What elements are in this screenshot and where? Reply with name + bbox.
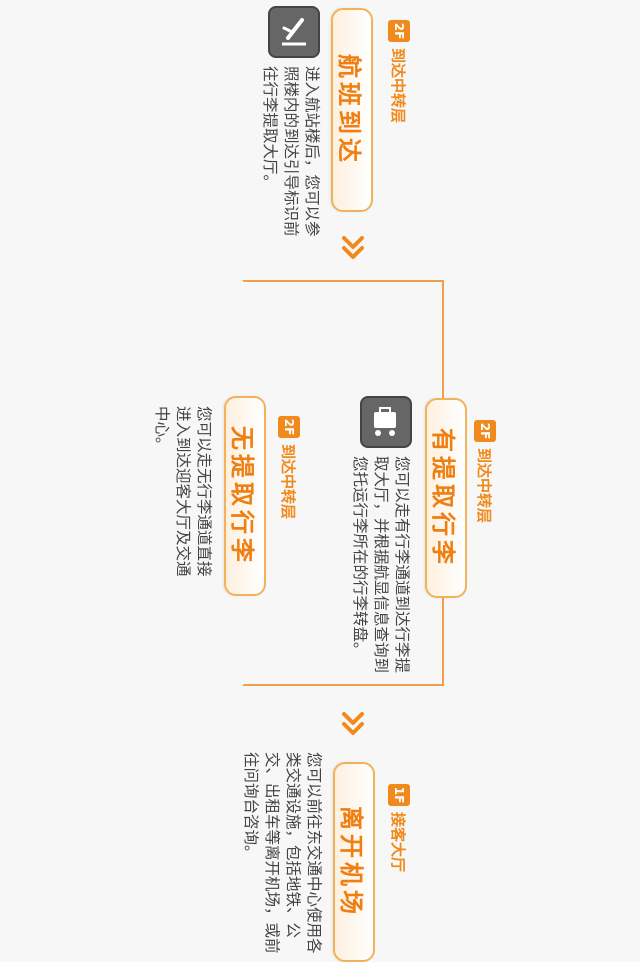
floor-label: 到达中转层 (279, 444, 298, 520)
floor-label: 接客大厅 (389, 812, 408, 873)
no-baggage-description: 您可以走无行李通道直接进入到达迎客大厅及交通中心。 (153, 406, 213, 577)
arrival-title: 航班到达 (331, 8, 373, 212)
leave-title: 离开机场 (333, 762, 375, 962)
plane-landing-icon (268, 6, 320, 58)
baggage-claim-icon (360, 396, 412, 448)
floor-badge: 2F (474, 420, 496, 442)
down-arrow-icon (338, 708, 368, 742)
with-baggage-description: 您可以走有行李通道到达行李提取大厅，并根据航显信息查询到您托运行李所在的行李转盘… (351, 456, 411, 674)
floor-badge: 2F (278, 416, 300, 438)
leave-description: 您可以前往东交通中心使用各类交通设施，包括地铁、公交、出租车等离开机场，或前往问… (242, 752, 323, 954)
floor-badge: 1F (388, 784, 410, 806)
no-baggage-title: 无提取行李 (224, 396, 266, 596)
branch-frame (242, 280, 444, 686)
floor-label: 到达中转层 (389, 48, 408, 124)
with-baggage-title: 有提取行李 (425, 398, 467, 598)
floor-badge: 2F (388, 20, 410, 42)
floor-label: 到达中转层 (475, 448, 494, 524)
arrival-description: 进入航站楼后，您可以参照楼内的到达引导标识前往行李提取大厅。 (261, 66, 321, 237)
down-arrow-icon (338, 232, 368, 266)
